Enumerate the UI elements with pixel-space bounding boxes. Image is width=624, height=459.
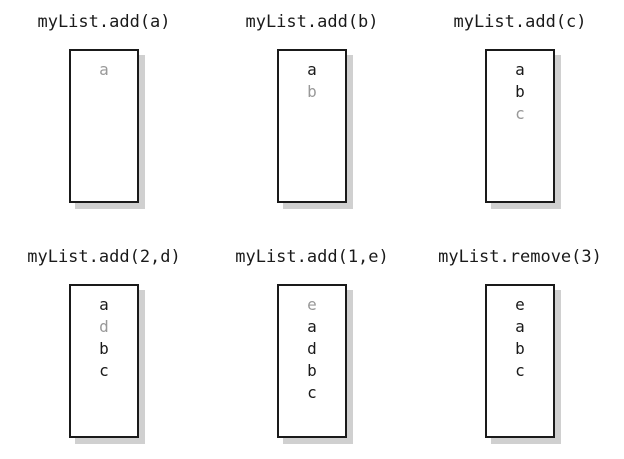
list-box: a xyxy=(69,49,139,203)
list-item: a xyxy=(307,317,317,336)
list-item: b xyxy=(307,82,317,101)
list-item: c xyxy=(515,104,525,123)
list-item: c xyxy=(515,361,525,380)
list-item: a xyxy=(515,60,525,79)
operation-label: myList.add(c) xyxy=(453,12,587,32)
list-item: b xyxy=(99,339,109,358)
operation-label: myList.remove(3) xyxy=(438,247,602,267)
list-item: c xyxy=(307,383,317,402)
operation-label: myList.add(2,d) xyxy=(27,247,181,267)
list-item: a xyxy=(515,317,525,336)
list-item: e xyxy=(307,295,317,314)
operation-label: myList.add(1,e) xyxy=(235,247,389,267)
list-item: d xyxy=(307,339,317,358)
list-item: a xyxy=(99,295,109,314)
list-item: c xyxy=(99,361,109,380)
list-item: b xyxy=(307,361,317,380)
operation-label: myList.add(a) xyxy=(37,12,171,32)
list-operation-panel: myList.add(a) a xyxy=(0,0,208,229)
list-item: a xyxy=(307,60,317,79)
list-item: b xyxy=(515,339,525,358)
list-item: d xyxy=(99,317,109,336)
list-item: a xyxy=(99,60,109,79)
operation-label: myList.add(b) xyxy=(245,12,379,32)
list-item: e xyxy=(515,295,525,314)
list-item: b xyxy=(515,82,525,101)
